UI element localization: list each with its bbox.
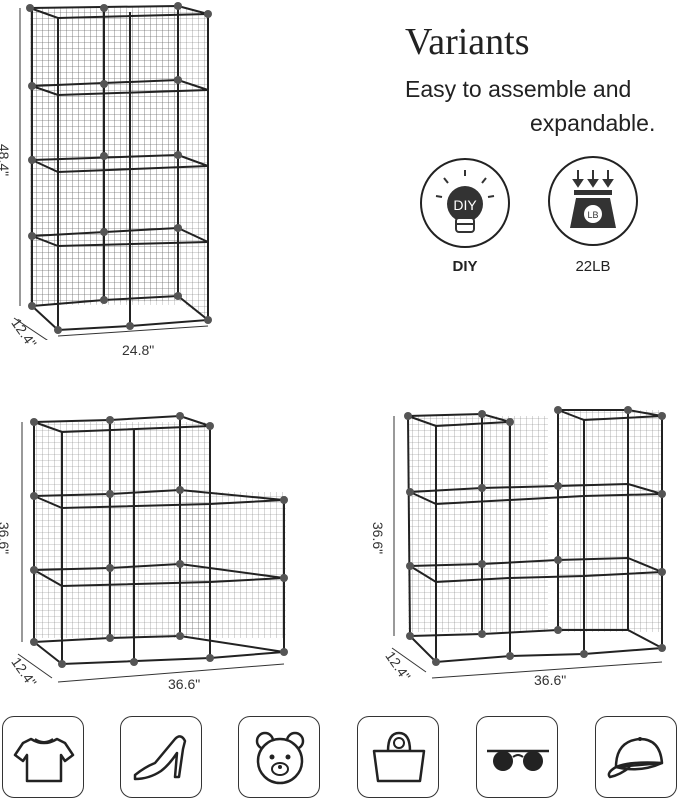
tall-width-label: 24.8" xyxy=(122,342,155,358)
teddy-bear-icon xyxy=(255,731,305,785)
weight-label: 22LB xyxy=(575,258,611,275)
scale-icon-text: LB xyxy=(587,210,598,220)
page-title: Variants xyxy=(405,21,530,63)
tall-height-label: 48.4" xyxy=(0,143,13,177)
subtitle-line-1: Easy to assemble and xyxy=(405,76,632,102)
cap-icon xyxy=(607,737,664,779)
stepped-cube-unit xyxy=(17,412,288,683)
tall-cube-unit xyxy=(13,2,212,340)
diy-bulb-icon: DIY xyxy=(435,170,495,233)
stepped-width-label: 36.6" xyxy=(168,676,201,692)
stepped-height-label: 36.6" xyxy=(0,521,13,555)
diy-label: DIY xyxy=(452,258,478,275)
scale-icon: LB xyxy=(570,170,616,228)
sunglasses-tile xyxy=(476,716,558,798)
diy-icon-text: DIY xyxy=(453,197,477,213)
teddy-bear-tile xyxy=(238,716,320,798)
split-cube-unit xyxy=(391,406,666,679)
subtitle-line-2: expandable. xyxy=(530,110,656,136)
t-shirt-tile xyxy=(2,716,84,798)
t-shirt-icon xyxy=(13,737,75,783)
sunglasses-icon xyxy=(487,749,549,771)
split-width-label: 36.6" xyxy=(534,672,567,688)
handbag-tile xyxy=(357,716,439,798)
diy-badge: DIY xyxy=(420,158,510,248)
weight-badge: LB xyxy=(548,156,638,246)
high-heel-icon xyxy=(133,735,187,781)
high-heel-tile xyxy=(120,716,202,798)
split-height-label: 36.6" xyxy=(370,521,387,555)
cap-tile xyxy=(595,716,677,798)
handbag-icon xyxy=(372,731,426,783)
